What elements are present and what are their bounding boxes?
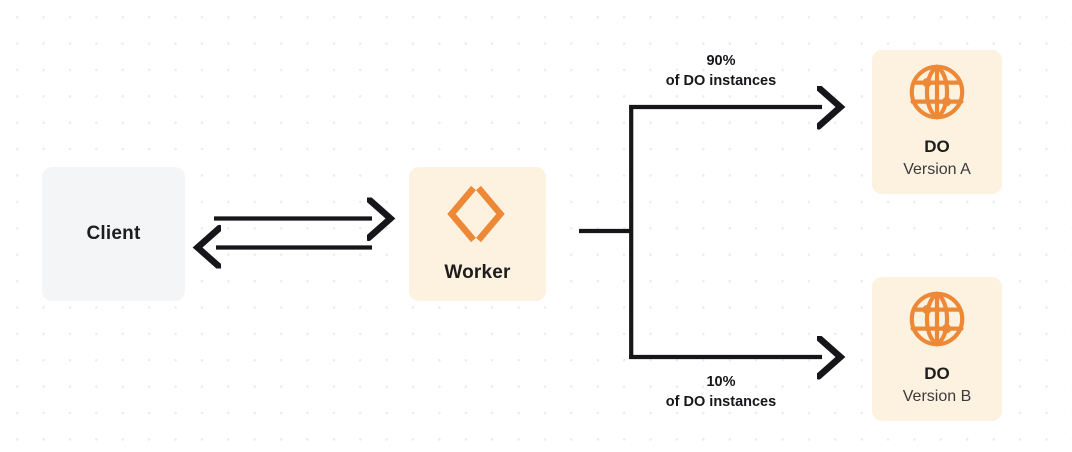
edge-label-do-a: 90% of DO instances [656, 52, 786, 91]
node-do-version-a: DO Version A [872, 50, 1002, 194]
node-do-b-subtitle: Version B [902, 388, 972, 406]
globe-icon [908, 63, 966, 126]
node-worker-label: Worker [444, 261, 511, 283]
node-do-a-title: DO [924, 137, 950, 157]
globe-icon [908, 290, 966, 353]
node-worker: Worker [409, 167, 546, 301]
edge-label-do-b: 10% of DO instances [656, 373, 786, 412]
node-client: Client [42, 167, 185, 301]
node-do-version-b: DO Version B [872, 277, 1002, 421]
edge-label-do-a-text: of DO instances [665, 72, 777, 89]
node-client-label: Client [86, 223, 141, 245]
cloudflare-workers-icon [446, 184, 509, 249]
edge-label-do-b-text: of DO instances [665, 393, 777, 410]
edge-label-do-b-percent: 10% [706, 374, 736, 390]
node-do-a-subtitle: Version A [903, 161, 971, 179]
node-do-b-title: DO [924, 364, 950, 384]
edge-label-do-a-percent: 90% [706, 53, 736, 69]
